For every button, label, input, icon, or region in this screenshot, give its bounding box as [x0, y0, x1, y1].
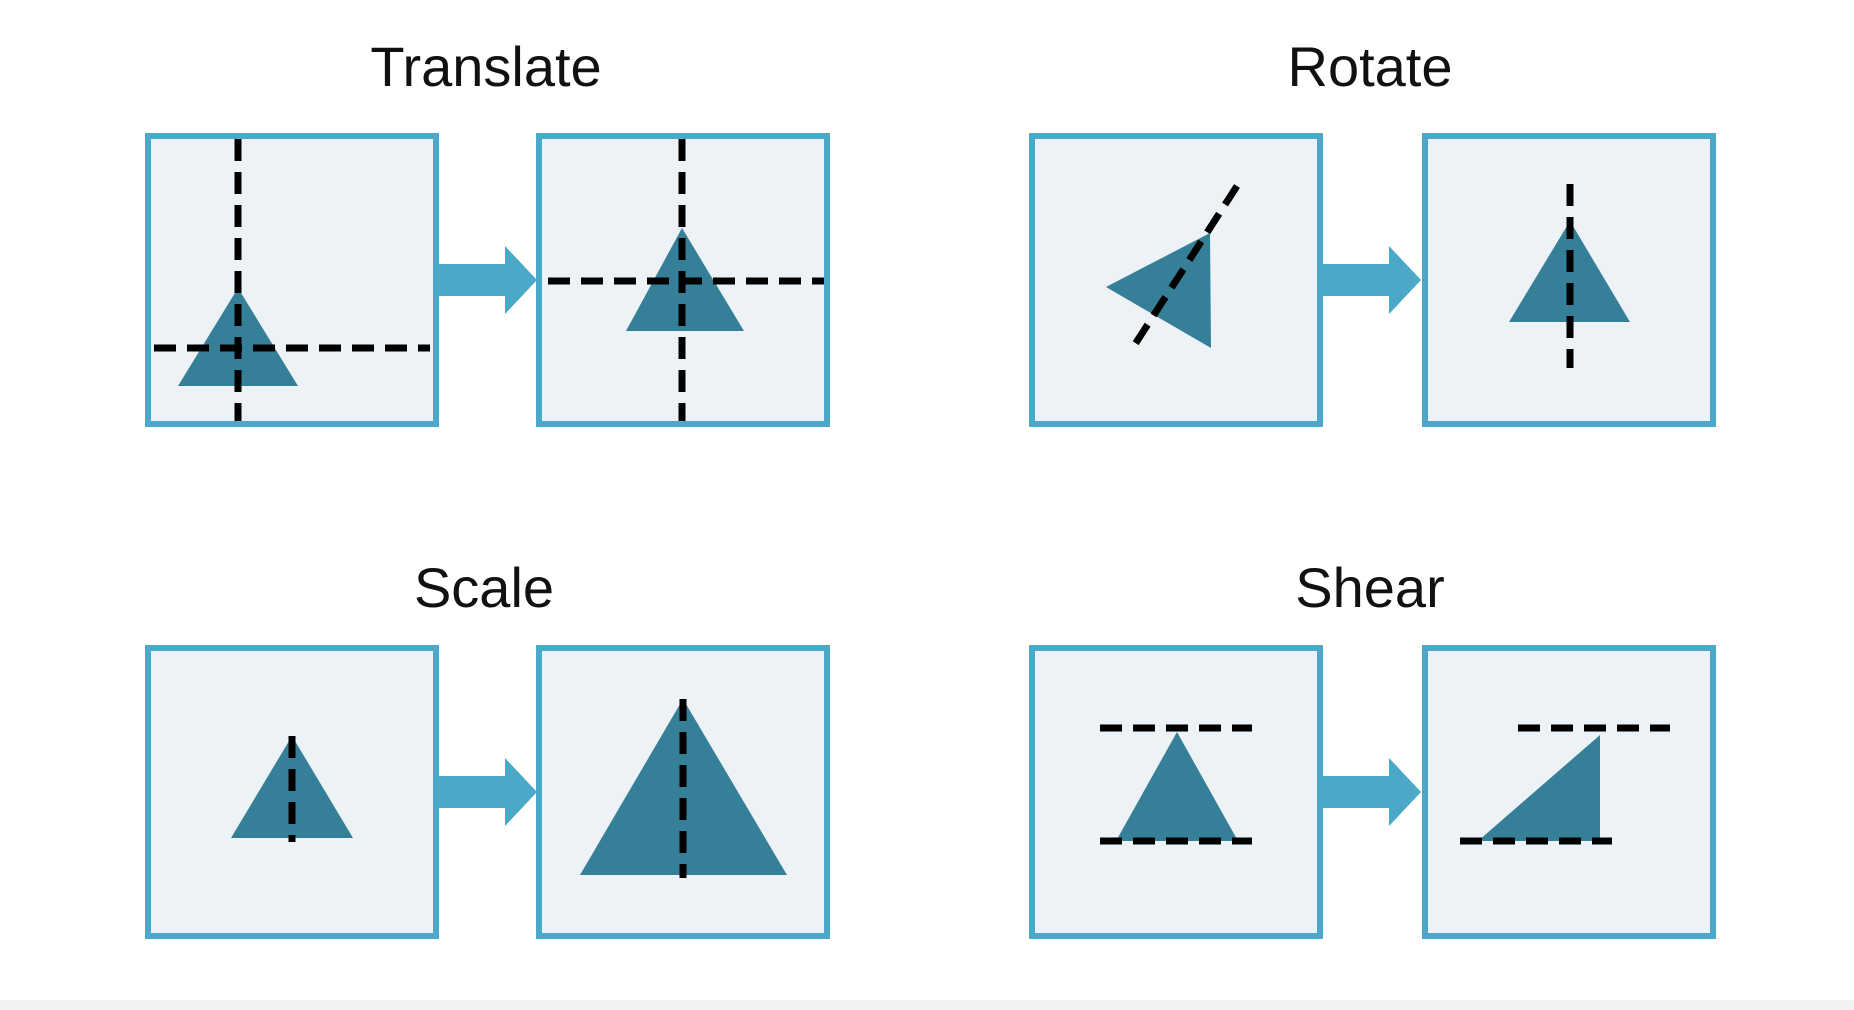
scale-before-panel — [145, 645, 439, 939]
rotate-arrow — [1320, 246, 1421, 314]
shear-after-frame — [1422, 645, 1716, 939]
bottom-strip — [0, 1000, 1854, 1010]
shear-after-triangle — [1478, 735, 1600, 841]
translate-before-panel — [145, 133, 439, 427]
shear-before-triangle — [1116, 732, 1238, 841]
shear-arrow — [1320, 758, 1421, 826]
rotate-title: Rotate — [1288, 35, 1453, 98]
translate-arrow — [436, 246, 537, 314]
translate-after-panel — [536, 133, 830, 427]
rotate-before-panel — [1029, 133, 1323, 427]
shear-group: Shear — [1029, 556, 1716, 939]
scale-title: Scale — [414, 556, 554, 619]
shear-after-panel — [1422, 645, 1716, 939]
translate-title: Translate — [370, 35, 601, 98]
scale-group: Scale — [145, 556, 830, 939]
scale-after-panel — [536, 645, 830, 939]
rotate-group: Rotate — [1029, 35, 1716, 427]
shear-before-panel — [1029, 645, 1323, 939]
shear-title: Shear — [1295, 556, 1444, 619]
scale-arrow — [436, 758, 537, 826]
rotate-after-panel — [1422, 133, 1716, 427]
rotate-before-triangle — [1106, 233, 1211, 348]
translate-group: Translate — [145, 35, 830, 427]
